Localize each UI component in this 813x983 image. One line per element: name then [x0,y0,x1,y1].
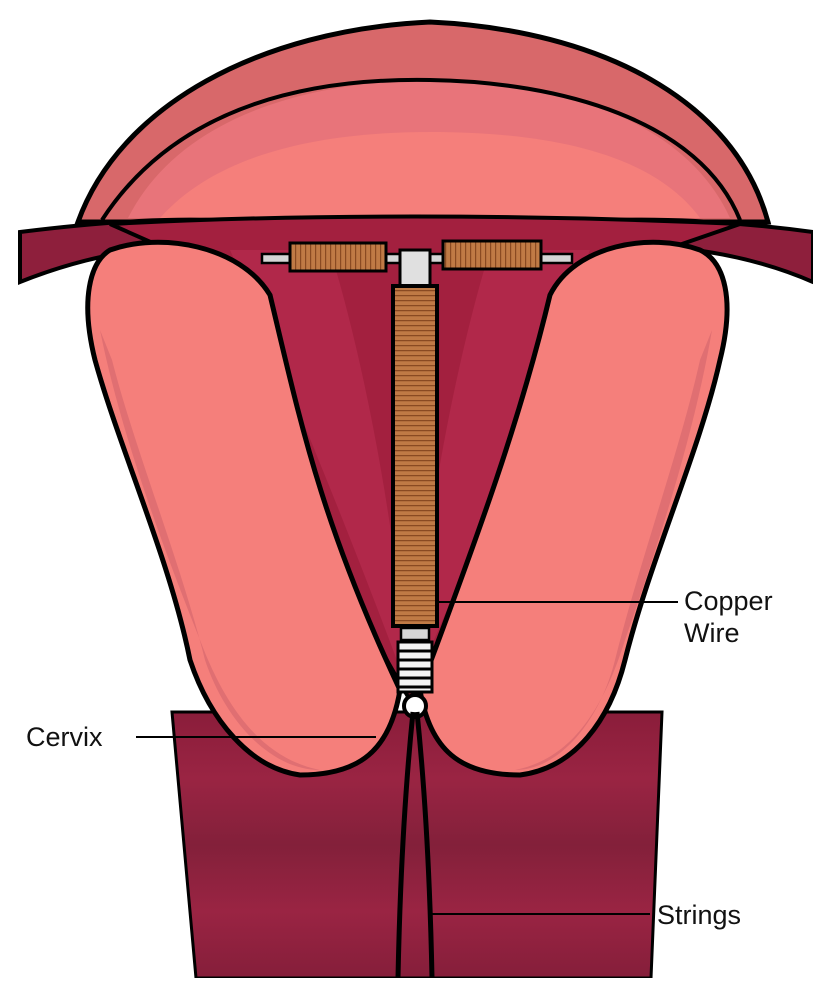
copper-wire-label-line-1: Copper [684,585,773,617]
copper-wire-label-line-2: Wire [684,617,773,649]
left-arm-copper-coil [290,243,386,271]
copper-wire-label: Copper Wire [684,585,773,649]
right-arm-copper-coil [443,241,541,269]
stem-copper-coil [393,286,437,626]
stem-spring [398,642,432,692]
strings-label: Strings [657,899,741,931]
cervix-label: Cervix [26,721,103,753]
